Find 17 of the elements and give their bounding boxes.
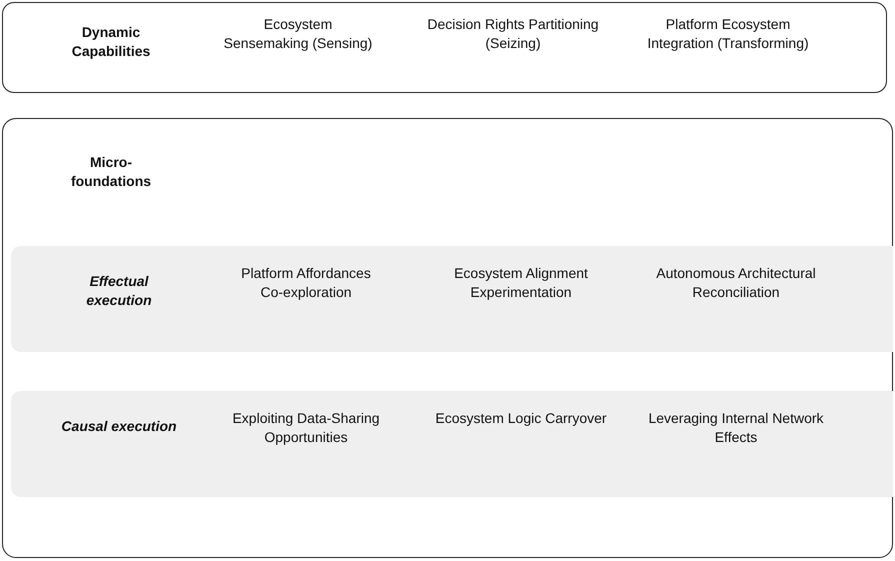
cell-text: Ecosystem Sensemaking (Sensing) — [223, 15, 373, 53]
row-heading: Effectual execution — [85, 272, 153, 310]
cell-text: Autonomous Architectural Reconciliation — [655, 264, 817, 302]
row-heading: Micro-foundations — [70, 153, 152, 191]
cell-text: Decision Rights Partitioning (Seizing) — [426, 15, 600, 53]
row-heading: Dynamic Capabilities — [70, 23, 152, 61]
row-band — [11, 246, 893, 352]
cell-text: Leveraging Internal Network Effects — [647, 409, 825, 447]
row-heading: Causal execution — [60, 417, 178, 436]
cell-text: Platform Ecosystem Integration (Transforming) — [646, 15, 810, 53]
header-box — [2, 2, 887, 93]
cell-text: Exploiting Data-Sharing Opportunities — [231, 409, 381, 447]
row-band — [11, 391, 893, 497]
cell-text: Ecosystem Alignment Experimentation — [453, 264, 589, 302]
cell-text: Platform Affordances Co-exploration — [240, 264, 372, 302]
main-panel — [2, 118, 893, 558]
cell-text: Ecosystem Logic Carryover — [434, 409, 608, 428]
